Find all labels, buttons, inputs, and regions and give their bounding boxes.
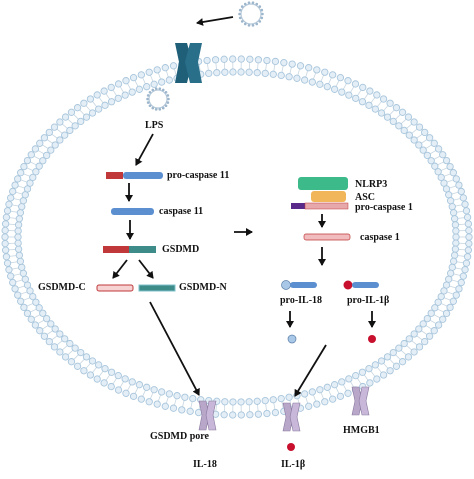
gsdmd-label: GSDMD — [162, 245, 199, 255]
arrow-vesicle-in — [197, 17, 233, 23]
pro-caspase-11-bar — [106, 172, 163, 179]
gsdmd-c-bar — [97, 285, 133, 291]
lps-label: LPS — [145, 121, 163, 131]
arrow-gsdmd-to-n — [139, 260, 153, 278]
il-1b-released-ball — [287, 443, 295, 451]
nlrp3-label: NLRP3 — [355, 180, 387, 190]
pro-caspase-11-label: pro-caspase 11 — [167, 171, 229, 181]
lps-vesicles — [146, 1, 264, 110]
gsdmd-pore-label: GSDMD pore — [150, 432, 209, 442]
caspase-1-label: caspase 1 — [360, 233, 400, 243]
pro-il-18-molecule — [282, 281, 318, 290]
il-18-label: IL-18 — [193, 460, 217, 470]
caspase-1-bar — [304, 234, 350, 240]
nlrp3-block — [298, 177, 348, 190]
pro-il-1b-molecule — [344, 281, 380, 290]
hmgb1-label: HMGB1 — [343, 426, 380, 436]
pro-il-18-label: pro-IL-18 — [280, 296, 322, 306]
pro-caspase-1-label: pro-caspase 1 — [355, 203, 413, 213]
pro-il-1b-label: pro-IL-1β — [347, 296, 389, 306]
cell-membrane — [2, 56, 472, 418]
gsdmd-c-label: GSDMD-C — [38, 283, 86, 293]
il-18-ball — [288, 335, 296, 343]
arrow-lps-to-procasp11 — [136, 134, 153, 165]
gsdmd-n-label: GSDMD-N — [179, 283, 227, 293]
arrow-gsdmd-to-c — [113, 260, 127, 278]
caspase-11-label: caspase 11 — [159, 207, 203, 217]
gsdmd-n-bar — [139, 285, 175, 291]
asc-block — [311, 191, 346, 202]
il-1b-ball — [368, 335, 376, 343]
arrow-gsdmdn-to-pore — [150, 302, 199, 395]
pro-caspase-1-bar — [291, 203, 348, 209]
gsdmd-bar — [103, 246, 156, 253]
caspase-11-bar — [111, 208, 154, 215]
hmgb1-pore-icon — [352, 387, 369, 415]
il-1b-label: IL-1β — [281, 460, 305, 470]
